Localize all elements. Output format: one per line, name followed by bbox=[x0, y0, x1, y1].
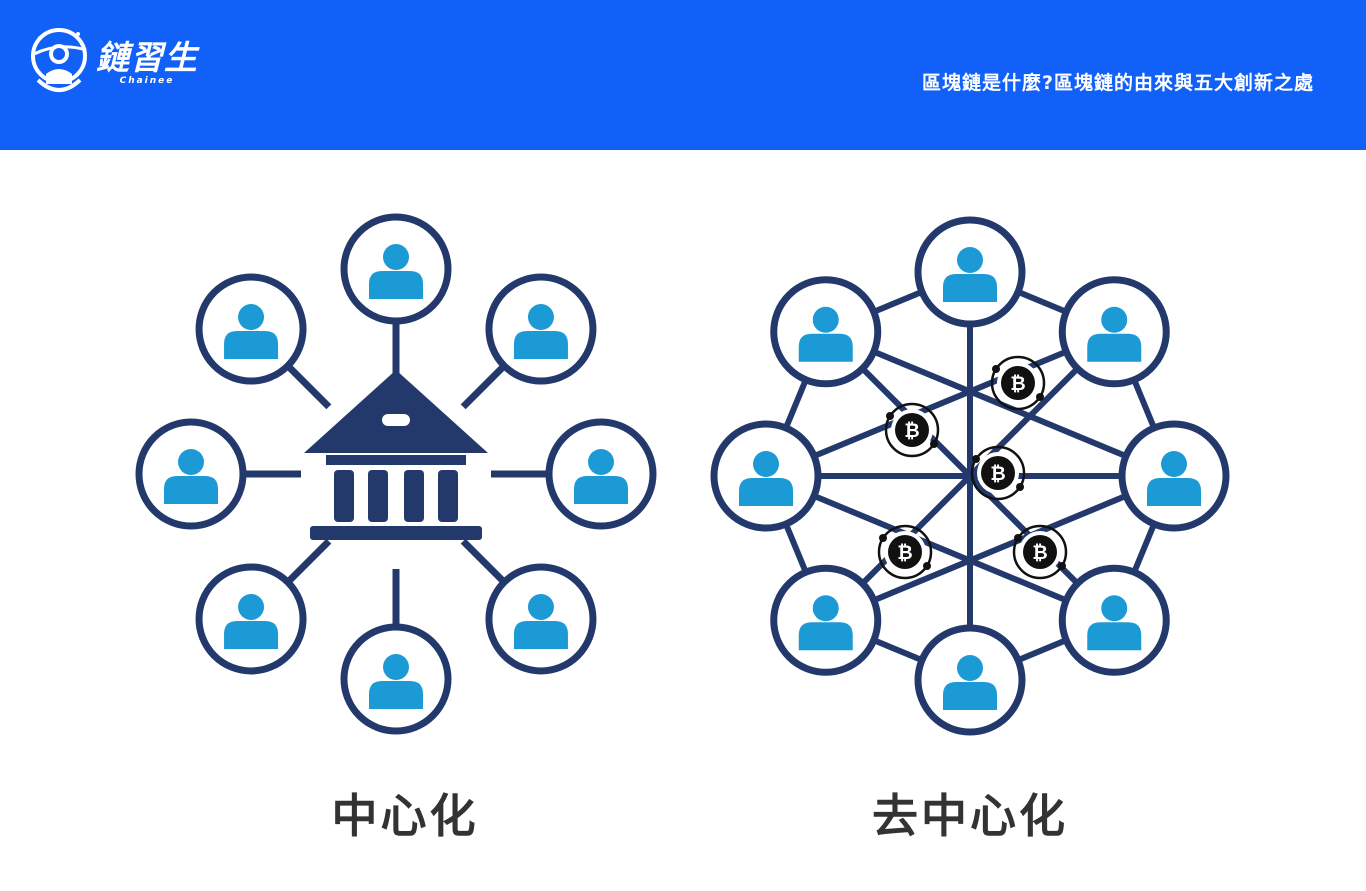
connection-line bbox=[285, 538, 332, 585]
network-link bbox=[823, 329, 1117, 623]
bank-building-icon bbox=[304, 370, 488, 540]
bitcoin-icon bbox=[990, 355, 1046, 411]
user-node bbox=[545, 418, 657, 530]
user-node bbox=[1118, 420, 1230, 532]
logo-text: 鏈習生 Chainee bbox=[96, 38, 198, 86]
user-node bbox=[770, 564, 882, 676]
user-node bbox=[914, 216, 1026, 328]
network-link bbox=[764, 328, 1116, 479]
user-node bbox=[770, 276, 882, 388]
user-node bbox=[195, 273, 307, 385]
user-node bbox=[485, 273, 597, 385]
user-node bbox=[340, 213, 452, 325]
logo-name: 鏈習生 bbox=[96, 38, 198, 77]
logo-subtitle: Chainee bbox=[119, 76, 175, 86]
centralized-caption: 中心化 bbox=[331, 789, 479, 843]
site-logo[interactable]: 鏈習生 Chainee bbox=[28, 22, 198, 102]
article-title: 區塊鏈是什麼?區塊鏈的由來與五大創新之處 bbox=[921, 72, 1314, 94]
connection-line bbox=[460, 538, 507, 585]
network-link bbox=[824, 328, 1176, 479]
user-node bbox=[1058, 564, 1170, 676]
connection-line bbox=[460, 363, 507, 410]
user-node bbox=[195, 563, 307, 675]
bitcoin-icon bbox=[1012, 524, 1068, 580]
astronaut-globe-icon bbox=[31, 28, 87, 92]
connection-line bbox=[285, 363, 332, 410]
network-link bbox=[764, 473, 1116, 624]
network-link bbox=[824, 473, 1176, 624]
network-diagrams: ₿ bbox=[135, 213, 1230, 736]
user-node bbox=[710, 420, 822, 532]
user-node bbox=[1058, 276, 1170, 388]
centralized-diagram bbox=[135, 213, 657, 735]
bitcoin-icon bbox=[970, 445, 1026, 501]
user-node bbox=[914, 624, 1026, 736]
user-node bbox=[485, 563, 597, 675]
user-node bbox=[135, 418, 247, 530]
bitcoin-icon bbox=[877, 524, 933, 580]
bitcoin-icon bbox=[884, 402, 940, 458]
header-bar: 鏈習生 Chainee 區塊鏈是什麼?區塊鏈的由來與五大創新之處 bbox=[0, 0, 1366, 150]
decentralized-diagram bbox=[710, 216, 1230, 736]
user-node bbox=[340, 623, 452, 735]
decentralized-caption: 去中心化 bbox=[872, 789, 1068, 843]
